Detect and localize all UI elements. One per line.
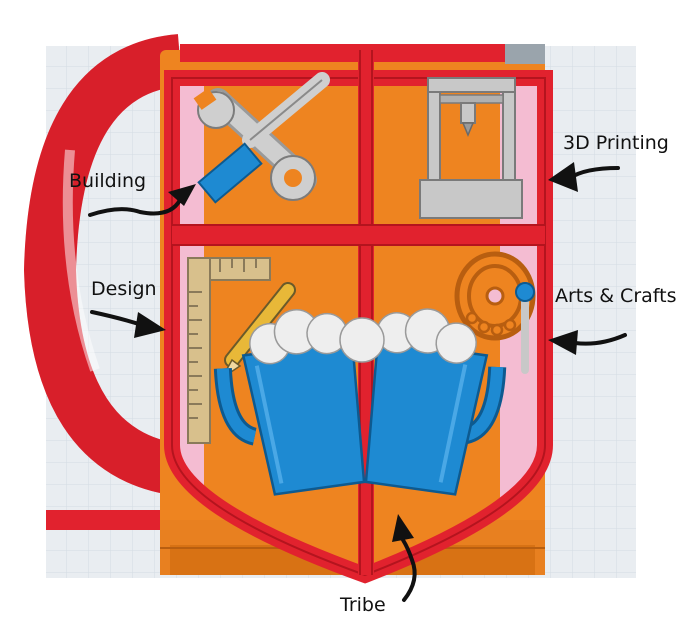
label-3d-printing: 3D Printing (563, 132, 669, 154)
mug-handle (23, 34, 184, 530)
arrow-building (88, 184, 196, 217)
label-building: Building (69, 170, 147, 192)
ruler-pencil-icon (187, 257, 296, 444)
3d-printer-icon (419, 77, 523, 219)
arrow-arts-crafts (548, 330, 627, 355)
callout-arrows (88, 162, 627, 602)
wrench-screwdriver-icon (193, 72, 330, 204)
arrow-tribe (392, 514, 417, 602)
clinking-mugs-icon (213, 308, 507, 496)
label-design: Design (91, 278, 157, 300)
label-tribe: Tribe (340, 594, 386, 616)
arrow-3d-printing (548, 162, 620, 192)
arrow-design (90, 310, 166, 338)
palette-brush-icon (454, 251, 536, 374)
label-arts-crafts: Arts & Crafts (555, 285, 677, 307)
